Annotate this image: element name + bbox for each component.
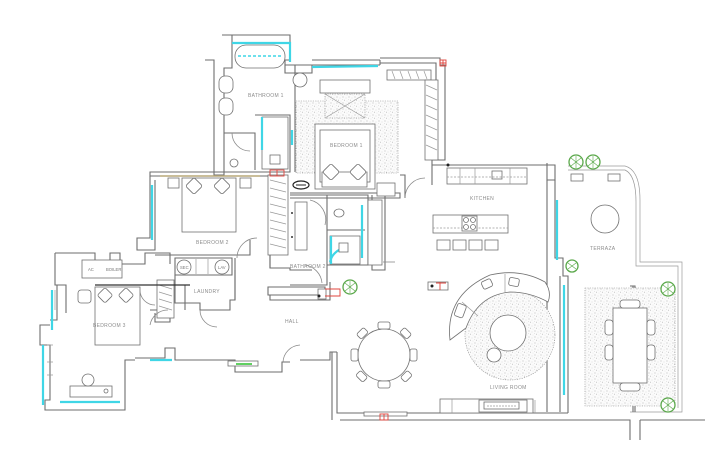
label-bathroom-1: BATHROOM 1 — [248, 93, 284, 99]
bedroom-1: BEDROOM 1 — [295, 59, 450, 199]
hall: HALL — [149, 261, 395, 367]
label-bedroom-1: BEDROOM 1 — [330, 143, 363, 149]
label-dryer: SEC — [180, 265, 189, 270]
bathroom-2: BATHROOM 2 — [290, 199, 383, 300]
label-kitchen: KITCHEN — [470, 196, 494, 202]
label-boiler: BOILER — [106, 267, 121, 272]
laundry: SEC LAV LAUNDRY — [156, 259, 230, 328]
label-living-room: LIVING ROOM — [490, 385, 527, 391]
label-hall: HALL — [285, 319, 299, 325]
bedroom-3: AC BOILER BEDROOM 3 — [47, 259, 190, 398]
kitchen: KITCHEN — [427, 167, 528, 291]
label-terraza: TERRAZA — [590, 246, 616, 252]
living-room: LIVING ROOM — [350, 272, 556, 421]
bedroom-2: BEDROOM 2 — [160, 169, 310, 259]
label-bathroom-2: BATHROOM 2 — [290, 264, 326, 270]
label-bedroom-3: BEDROOM 3 — [93, 323, 126, 329]
label-bedroom-2: BEDROOM 2 — [196, 240, 229, 246]
terraza: TERRAZA — [565, 154, 676, 413]
bathroom-1: BATHROOM 1 — [218, 44, 308, 170]
windows — [41, 41, 566, 405]
label-ac: AC — [88, 267, 94, 272]
label-washer: LAV — [218, 265, 226, 270]
label-laundry: LAUNDRY — [194, 289, 220, 295]
